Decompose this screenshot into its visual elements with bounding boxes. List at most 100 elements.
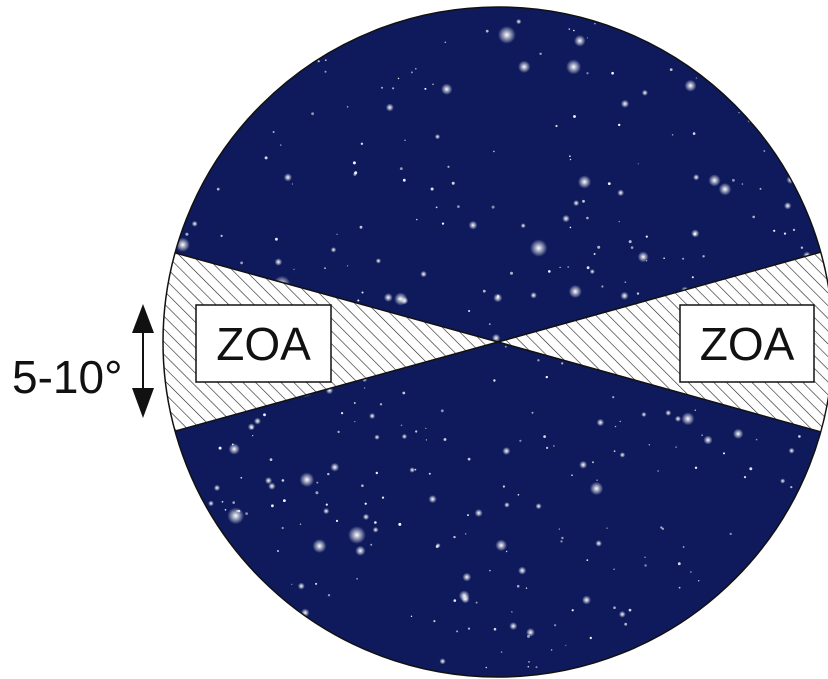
star	[374, 521, 377, 524]
star	[641, 411, 647, 418]
star	[475, 601, 478, 604]
star	[283, 173, 292, 182]
star	[613, 450, 616, 453]
star	[354, 421, 356, 423]
star	[227, 507, 245, 525]
star	[641, 89, 649, 96]
star	[245, 512, 249, 515]
star	[356, 578, 358, 580]
star	[263, 413, 266, 417]
star	[213, 484, 221, 492]
star	[415, 430, 418, 433]
star	[353, 402, 356, 404]
star	[369, 412, 376, 420]
star	[784, 202, 792, 210]
star	[586, 266, 590, 270]
star	[582, 595, 591, 605]
star	[783, 232, 787, 235]
star	[648, 444, 650, 446]
star	[788, 447, 795, 454]
star	[401, 433, 408, 440]
star	[465, 533, 467, 535]
star	[491, 333, 501, 343]
star	[467, 457, 471, 461]
star	[375, 471, 378, 475]
star	[636, 292, 640, 295]
star	[428, 495, 437, 504]
star	[228, 443, 240, 455]
star	[618, 123, 621, 127]
star	[539, 52, 542, 55]
star	[443, 438, 447, 441]
star	[674, 415, 682, 422]
star	[518, 60, 531, 73]
star	[240, 476, 243, 479]
star	[571, 474, 573, 477]
star	[577, 175, 592, 189]
star	[755, 438, 758, 441]
angle-arrow-icon	[132, 304, 154, 418]
star	[375, 258, 382, 264]
star	[553, 445, 555, 447]
star	[586, 216, 589, 220]
star	[694, 409, 696, 411]
star	[677, 562, 681, 566]
star	[383, 293, 393, 302]
star	[493, 150, 495, 153]
star	[516, 18, 522, 25]
star	[571, 609, 574, 612]
star	[425, 427, 427, 430]
star	[568, 28, 570, 30]
star	[530, 292, 537, 299]
star	[589, 481, 604, 496]
star	[415, 68, 417, 70]
star	[467, 514, 469, 517]
star	[397, 77, 400, 80]
star	[574, 35, 586, 47]
star	[361, 291, 364, 294]
star	[537, 359, 540, 362]
star	[561, 536, 564, 540]
star	[618, 220, 620, 223]
zoa-label-right-box	[679, 304, 815, 383]
star	[695, 77, 698, 79]
star	[510, 271, 513, 275]
star	[504, 345, 507, 348]
star	[684, 79, 697, 92]
star	[447, 165, 450, 168]
star	[432, 83, 434, 86]
star	[596, 479, 598, 482]
star	[798, 435, 801, 438]
star	[218, 446, 222, 450]
star	[690, 571, 692, 573]
star	[191, 220, 198, 227]
star	[410, 71, 413, 74]
star	[281, 479, 285, 482]
star	[441, 222, 445, 225]
star	[493, 293, 503, 303]
star	[630, 246, 634, 249]
star	[586, 72, 589, 75]
star	[601, 285, 604, 288]
star	[240, 261, 244, 265]
star	[681, 412, 695, 426]
star	[607, 182, 611, 186]
star	[733, 428, 744, 439]
star	[637, 251, 649, 263]
star	[535, 503, 542, 510]
star	[550, 649, 553, 651]
star	[311, 112, 314, 116]
star	[509, 622, 518, 631]
star	[535, 666, 538, 669]
star	[525, 587, 528, 589]
star	[567, 266, 570, 268]
star	[669, 68, 673, 71]
star	[749, 467, 753, 471]
star	[424, 87, 427, 90]
star	[595, 540, 602, 547]
star	[291, 183, 293, 185]
star	[495, 539, 508, 552]
star	[271, 504, 274, 508]
star	[531, 411, 534, 414]
band-edge-lower-right	[497, 341, 828, 441]
